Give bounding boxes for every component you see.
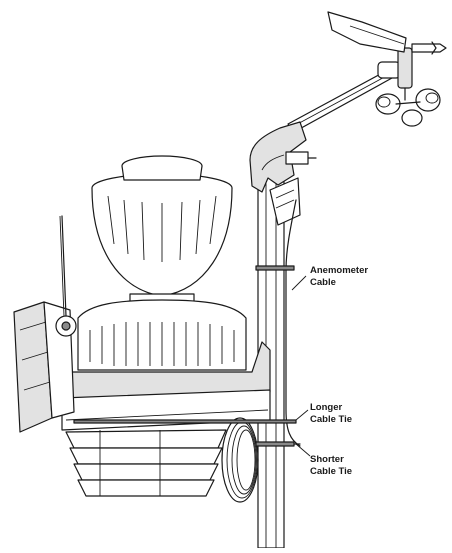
anemometer-cable-leader bbox=[291, 275, 307, 291]
anemometer bbox=[249, 11, 447, 226]
antenna bbox=[55, 215, 77, 337]
longer-cable-tie-label: Longer Cable Tie bbox=[310, 402, 352, 425]
shorter-cable-tie-label: Shorter Cable Tie bbox=[310, 454, 352, 477]
anemometer-cable-label: Anemometer Cable bbox=[310, 265, 371, 288]
rain-collector bbox=[91, 155, 233, 309]
anemometer-cable-line bbox=[285, 199, 301, 447]
longer-cable-tie-leader bbox=[295, 409, 309, 421]
cable-tie-shorter bbox=[255, 441, 295, 447]
cable-tie-longer bbox=[73, 419, 297, 424]
shorter-cable-tie-leader bbox=[295, 443, 311, 457]
cable-tie-upper bbox=[255, 265, 295, 271]
